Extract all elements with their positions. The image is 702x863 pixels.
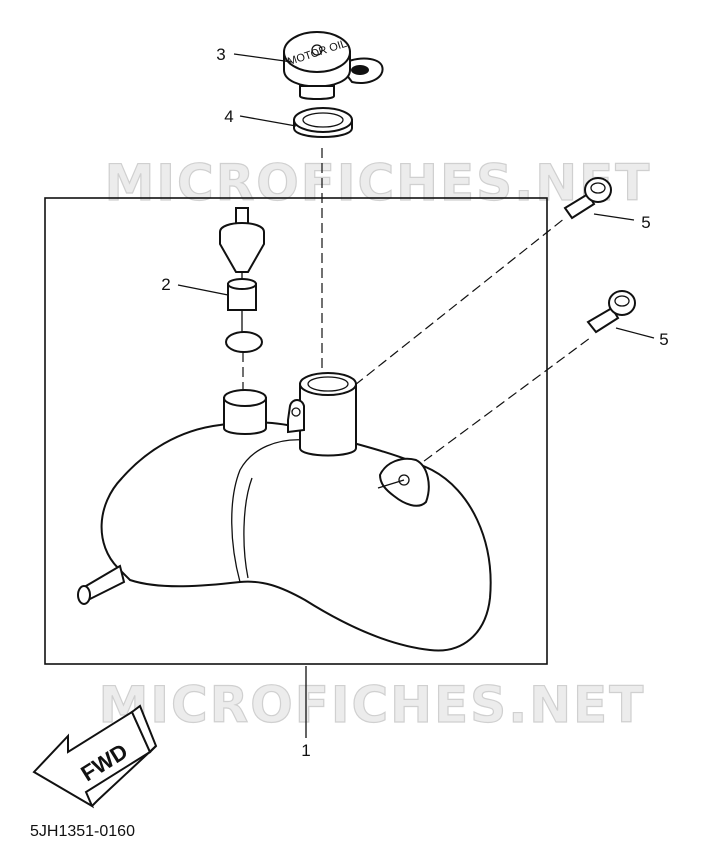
callout-tank: 1 bbox=[301, 741, 310, 760]
document-number: 5JH1351-0160 bbox=[30, 823, 135, 840]
bolt-upper bbox=[563, 177, 612, 220]
watermark-bottom: MICROFICHES.NET bbox=[99, 676, 646, 734]
leader-lines bbox=[177, 53, 655, 738]
assembly-guide-lines bbox=[242, 148, 591, 471]
filler-cap: MOTOR OIL bbox=[283, 31, 384, 100]
callout-bolt-upper: 5 bbox=[641, 213, 650, 232]
callout-bolt-lower: 5 bbox=[659, 330, 668, 349]
breather-valve bbox=[219, 207, 265, 353]
callout-breather-valve: 2 bbox=[161, 275, 170, 294]
fwd-arrow-icon bbox=[32, 704, 158, 809]
bolt-lower bbox=[586, 290, 636, 334]
watermark-top: MICROFICHES.NET bbox=[105, 154, 652, 212]
callout-cap: 3 bbox=[216, 45, 225, 64]
callout-gasket: 4 bbox=[224, 107, 233, 126]
assembly-frame bbox=[44, 197, 548, 665]
gasket bbox=[293, 107, 353, 138]
oil-tank bbox=[77, 372, 492, 652]
